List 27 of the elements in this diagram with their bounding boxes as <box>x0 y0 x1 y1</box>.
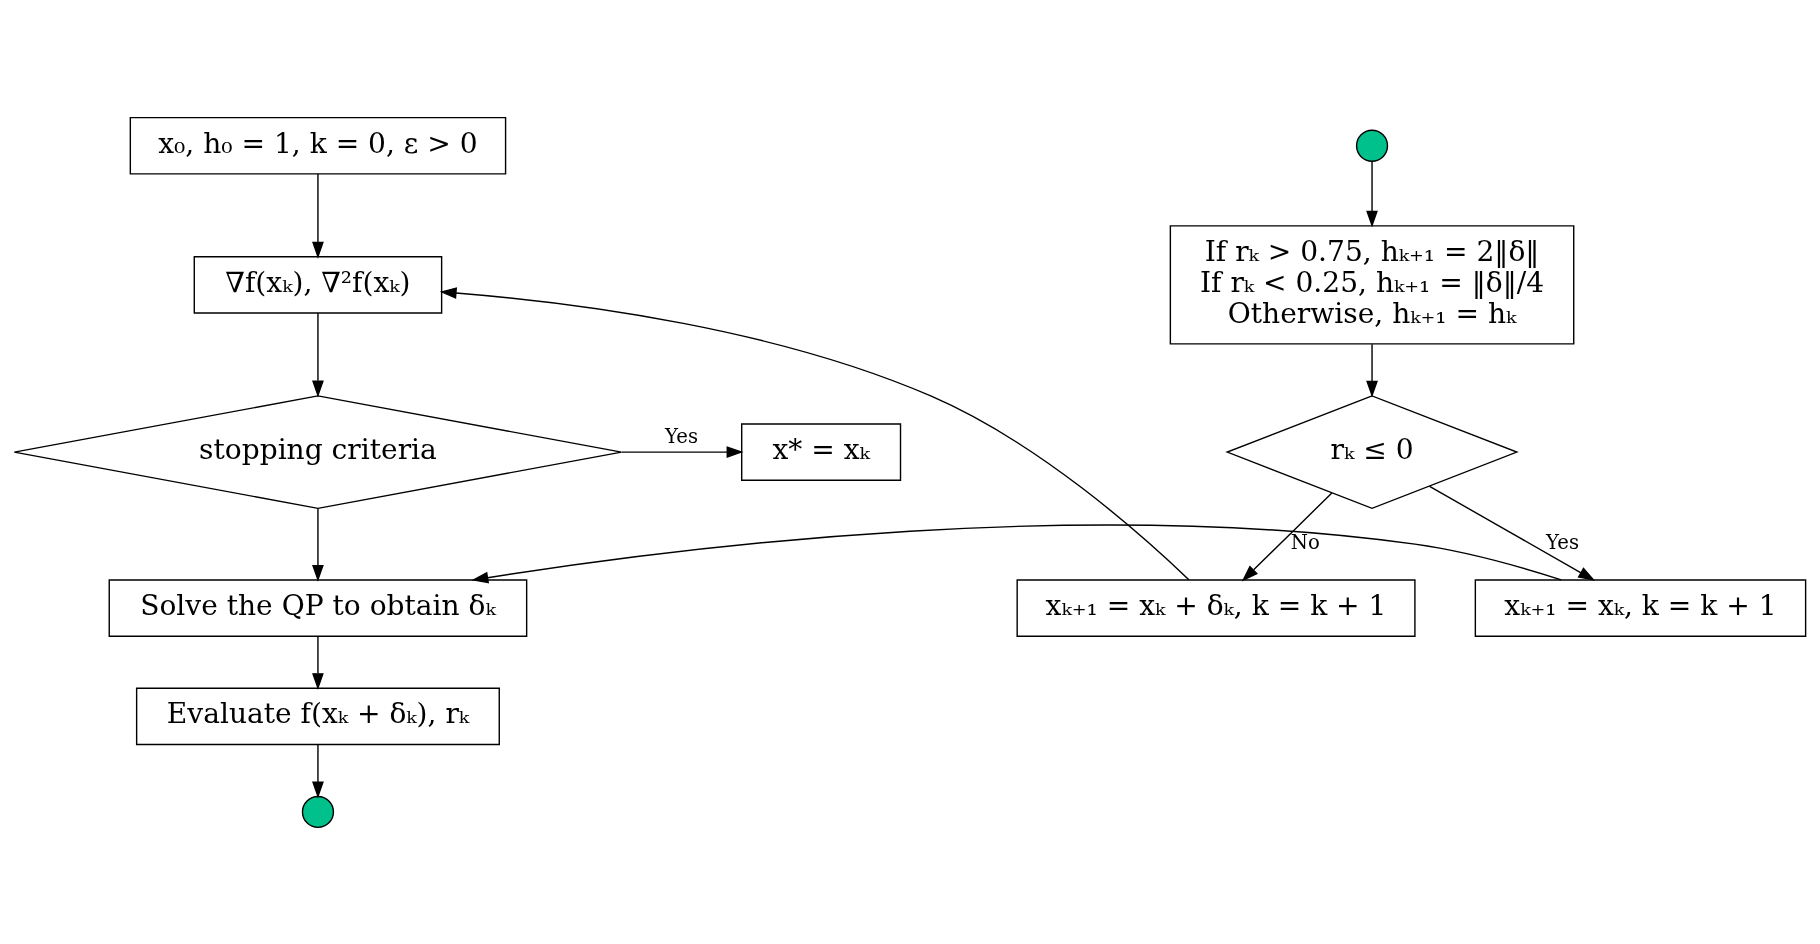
arrow <box>1428 485 1596 581</box>
arrow <box>1366 160 1378 228</box>
arrow <box>312 311 324 397</box>
arrow <box>1366 343 1378 398</box>
node-diamond: stopping criteria <box>13 394 623 509</box>
node-box: x₀, h₀ = 1, k = 0, ε > 0 <box>129 116 507 175</box>
node-box: If rₖ > 0.75, hₖ₊₁ = 2‖δ‖ If rₖ < 0.25, hₖ₊₁ = ‖δ‖/4 Otherwise, hₖ₊₁ = hₖ <box>1169 224 1575 345</box>
arrow <box>621 445 744 458</box>
node-box: Solve the QP to obtain δₖ <box>108 578 528 637</box>
arrow <box>471 523 1562 583</box>
arrow <box>312 743 324 798</box>
edge-label: Yes <box>1545 530 1579 554</box>
node-box: x* = xₖ <box>741 422 902 481</box>
node-box: ∇f(xₖ), ∇²f(xₖ) <box>193 255 443 314</box>
edge-label: No <box>1290 530 1320 554</box>
edge-label: Yes <box>665 424 699 448</box>
arrow <box>312 507 324 582</box>
node-circle <box>301 795 335 828</box>
node-box: xₖ₊₁ = xₖ, k = k + 1 <box>1474 578 1807 637</box>
node-box: Evaluate f(xₖ + δₖ), rₖ <box>135 687 500 745</box>
arrow <box>439 286 1190 580</box>
node-diamond: rₖ ≤ 0 <box>1225 394 1519 509</box>
node-box: xₖ₊₁ = xₖ + δₖ, k = k + 1 <box>1016 578 1416 637</box>
arrow <box>312 172 324 259</box>
node-circle <box>1355 129 1389 162</box>
arrow <box>1241 491 1333 581</box>
arrow <box>312 635 324 690</box>
